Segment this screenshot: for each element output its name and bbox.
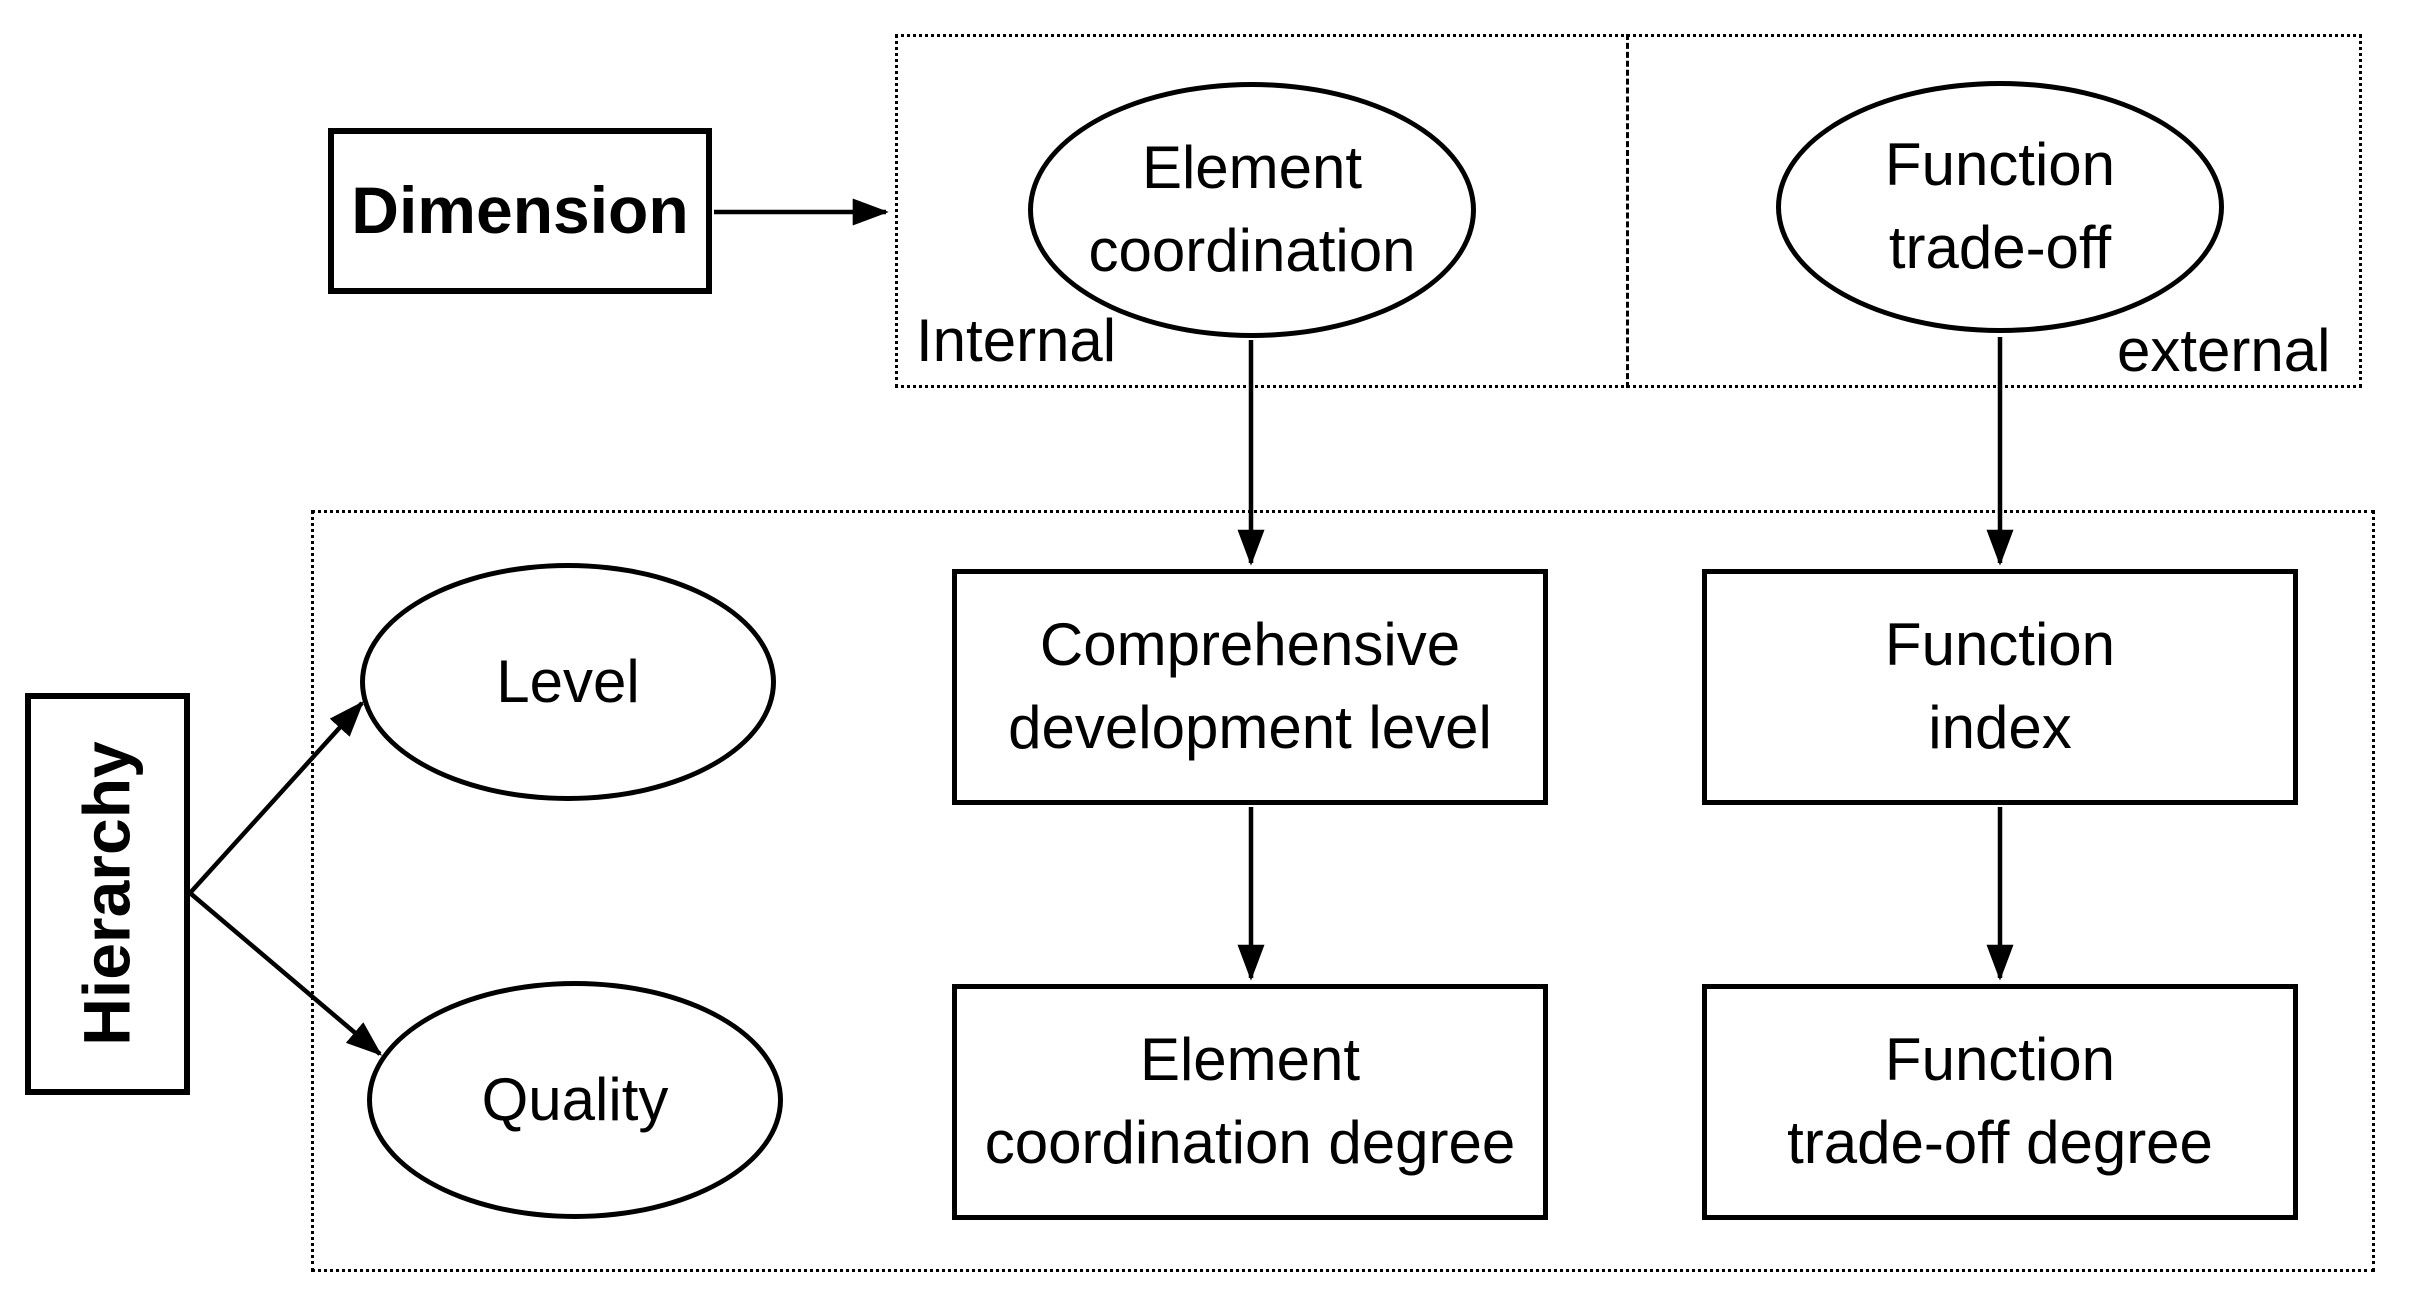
hierarchy-label: Hierarchy [69,741,144,1047]
element-coordination-degree-line1: Element [1139,1026,1361,1094]
internal-region-label: Internal [916,307,1117,374]
dimension-label: Dimension [351,173,689,248]
function-tradeoff-ellipse: Function trade-off [1776,81,2224,333]
comprehensive-development-level-line1: Comprehensive [1039,611,1461,679]
dimension-box: Dimension [328,128,712,294]
element-coordination-label-line2: coordination [1088,217,1416,284]
function-index-line2: index [1928,694,2072,761]
function-tradeoff-label-line2: trade-off [1888,214,2112,281]
element-coordination-degree-box: Element coordination degree [952,984,1548,1220]
comprehensive-development-level-line2: development level [1008,694,1492,761]
element-coordination-ellipse: Element coordination [1028,82,1476,338]
level-ellipse: Level [360,563,776,801]
external-region-label: external [2117,317,2331,384]
function-tradeoff-degree-line2: trade-off degree [1787,1109,2213,1176]
element-coordination-label-line1: Element [1141,134,1363,202]
quality-ellipse: Quality [367,981,783,1219]
comprehensive-development-level-box: Comprehensive development level [952,569,1548,805]
function-tradeoff-degree-line1: Function [1884,1026,2116,1094]
internal-external-divider [1626,34,1629,388]
hierarchy-box: Hierarchy [25,693,190,1095]
function-index-box: Function index [1702,569,2298,805]
function-index-line1: Function [1884,611,2116,679]
function-tradeoff-label-line1: Function [1884,131,2116,199]
element-coordination-degree-line2: coordination degree [984,1109,1516,1176]
function-tradeoff-degree-box: Function trade-off degree [1702,984,2298,1220]
quality-label: Quality [481,1065,669,1133]
level-label: Level [496,647,640,715]
